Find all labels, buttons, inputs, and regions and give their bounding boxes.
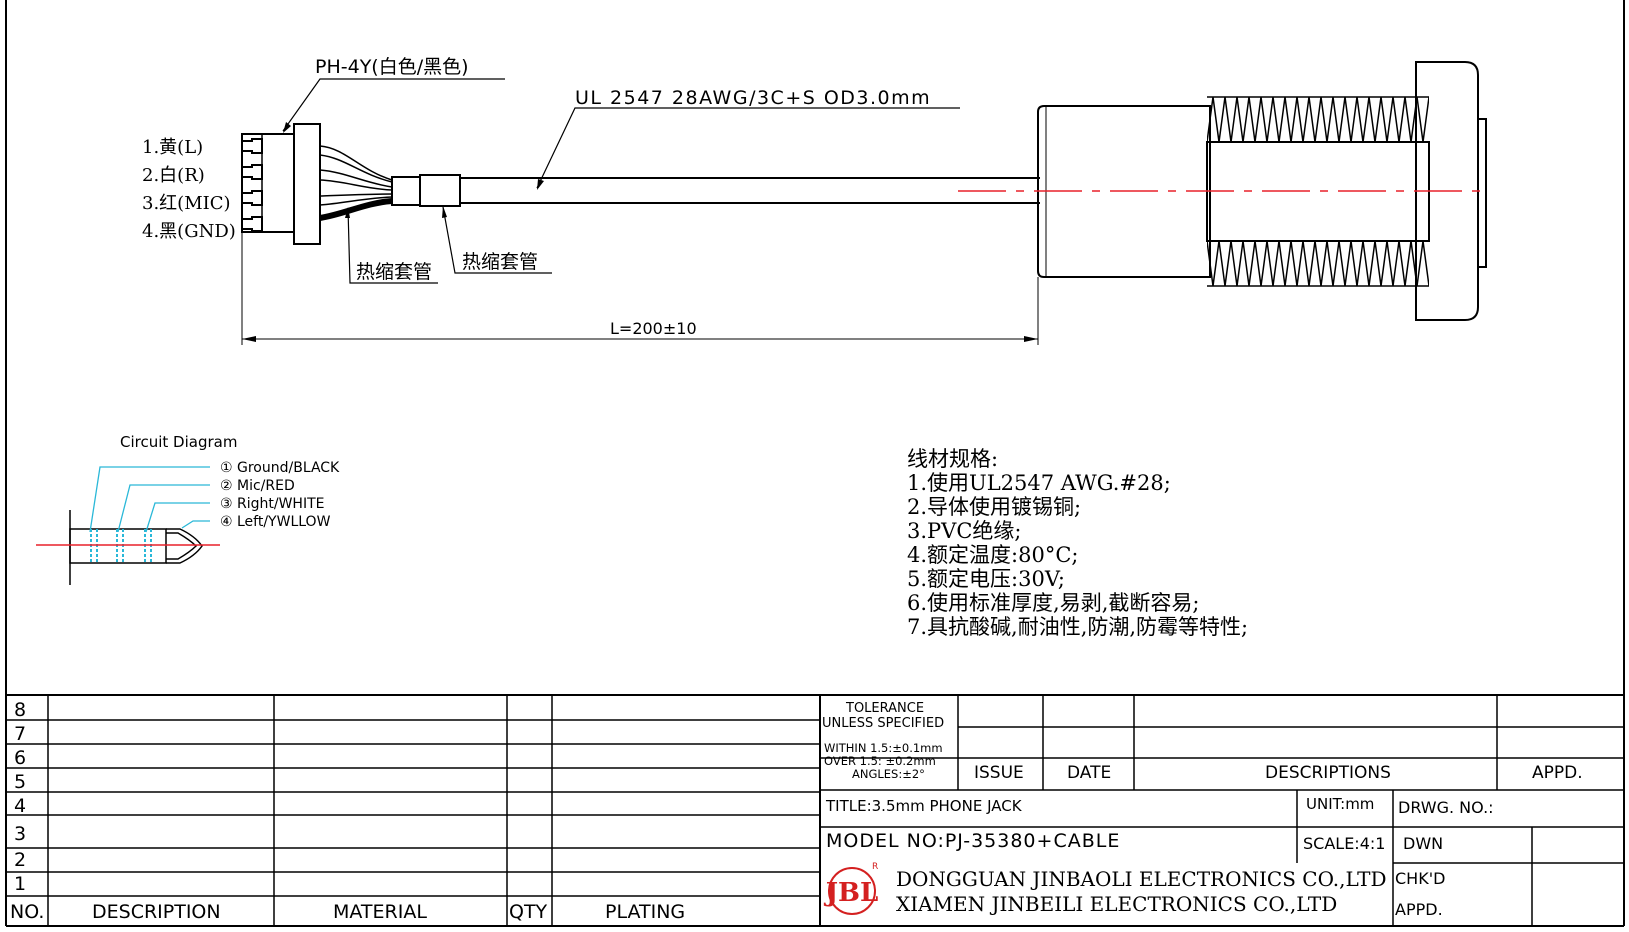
logo-registered-mark: R (872, 862, 878, 872)
specs-heading: 线材规格: (907, 447, 998, 471)
spec-line-3: 3.PVC绝缘; (907, 519, 1021, 543)
tolerance-line-1: TOLERANCE (845, 701, 924, 716)
issue-header: ISSUE (974, 763, 1024, 783)
bom-row-3: 3 (14, 823, 26, 845)
circuit-title: Circuit Diagram (120, 433, 237, 451)
bom-row-7: 7 (14, 723, 26, 745)
tolerance-line-5: ANGLES:±2° (852, 767, 925, 781)
company-logo: JBL R (824, 862, 879, 915)
bom-header-qty: QTY (509, 901, 548, 923)
bom-row-1: 1 (14, 873, 26, 895)
company-name-2: XIAMEN JINBEILI ELECTRONICS CO.,LTD (896, 892, 1337, 916)
date-header: DATE (1067, 763, 1111, 783)
bom-header-description: DESCRIPTION (92, 901, 221, 923)
company-name-1: DONGGUAN JINBAOLI ELECTRONICS CO.,LTD (896, 867, 1387, 891)
pin-1-label: 1.黄(L) (142, 137, 203, 158)
spec-line-6: 6.使用标准厚度,易剥,截断容易; (907, 591, 1199, 615)
title-block: TOLERANCE UNLESS SPECIFIED WITHIN 1.5:±0… (6, 694, 1624, 926)
scale-label: SCALE:4:1 (1303, 834, 1385, 853)
drawing-frame (5, 0, 1625, 927)
pin-3-label: 3.红(MIC) (142, 193, 231, 214)
spec-line-7: 7.具抗酸碱,耐油性,防潮,防霉等特性; (907, 615, 1248, 639)
dwn-label: DWN (1403, 834, 1443, 853)
cable (460, 177, 1040, 204)
phone-jack-body (1037, 61, 1487, 321)
descriptions-header: DESCRIPTIONS (1265, 763, 1391, 783)
circuit-item-right: ③ Right/WHITE (220, 496, 324, 512)
drwg-no-label: DRWG. NO.: (1398, 798, 1494, 817)
circuit-diagram: Circuit Diagram ① Ground/BLACK ② Mic/RED… (36, 433, 340, 585)
bom-row-2: 2 (14, 849, 26, 871)
bom-row-4: 4 (14, 795, 26, 817)
spec-line-5: 5.额定电压:30V; (907, 567, 1065, 591)
length-dimension (241, 232, 1039, 345)
bom-row-6: 6 (14, 747, 26, 769)
length-label: L=200±10 (610, 319, 697, 338)
appd-label: APPD. (1395, 900, 1443, 919)
drawing-title: TITLE:3.5mm PHONE JACK (825, 797, 1023, 815)
pin-4-label: 4.黑(GND) (142, 221, 236, 242)
tolerance-line-3: WITHIN 1.5:±0.1mm (824, 741, 943, 755)
bom-table: 8 7 6 5 4 3 2 1 NO. DESCRIPTION MATERIAL… (6, 694, 821, 926)
appd-header: APPD. (1532, 763, 1583, 783)
tolerance-line-2: UNLESS SPECIFIED (822, 716, 944, 731)
model-number: MODEL NO:PJ-35380+CABLE (826, 830, 1120, 852)
spec-line-1: 1.使用UL2547 AWG.#28; (907, 471, 1171, 495)
connector-label: PH-4Y(白色/黑色) (315, 56, 469, 78)
unit-label: UNIT:mm (1306, 795, 1374, 813)
tolerance-line-4: OVER 1.5: ±0.2mm (824, 754, 936, 768)
heat-shrink-sleeve-1 (391, 176, 421, 206)
wire-specs: 线材规格: 1.使用UL2547 AWG.#28; 2.导体使用镀锡铜; 3.P… (907, 447, 1248, 639)
bom-header-no: NO. (10, 901, 44, 923)
logo-letters: JBL (824, 878, 879, 908)
circuit-item-mic: ② Mic/RED (220, 478, 295, 494)
spec-line-4: 4.额定温度:80°C; (907, 543, 1078, 567)
cable-assembly-view: PH-4Y(白色/黑色) UL 2547 28AWG/3C+S OD3.0mm … (142, 56, 1490, 345)
bom-header-material: MATERIAL (333, 901, 427, 923)
spec-line-2: 2.导体使用镀锡铜; (907, 495, 1081, 519)
heat-shrink-label-1: 热缩套管 (356, 261, 432, 283)
fan-out-wires (319, 145, 393, 221)
pin-2-label: 2.白(R) (142, 165, 205, 186)
cable-spec-label: UL 2547 28AWG/3C+S OD3.0mm (575, 87, 931, 109)
bom-row-5: 5 (14, 771, 26, 793)
circuit-item-ground: ① Ground/BLACK (220, 460, 340, 476)
bom-header-plating: PLATING (605, 901, 685, 923)
bom-row-8: 8 (14, 699, 26, 721)
leader-lines (282, 78, 960, 284)
heat-shrink-label-2: 热缩套管 (462, 251, 538, 273)
ph-connector (241, 123, 321, 245)
chkd-label: CHK'D (1395, 869, 1445, 888)
heat-shrink-sleeve-2 (419, 174, 461, 207)
circuit-item-left: ④ Left/YWLLOW (220, 514, 331, 530)
